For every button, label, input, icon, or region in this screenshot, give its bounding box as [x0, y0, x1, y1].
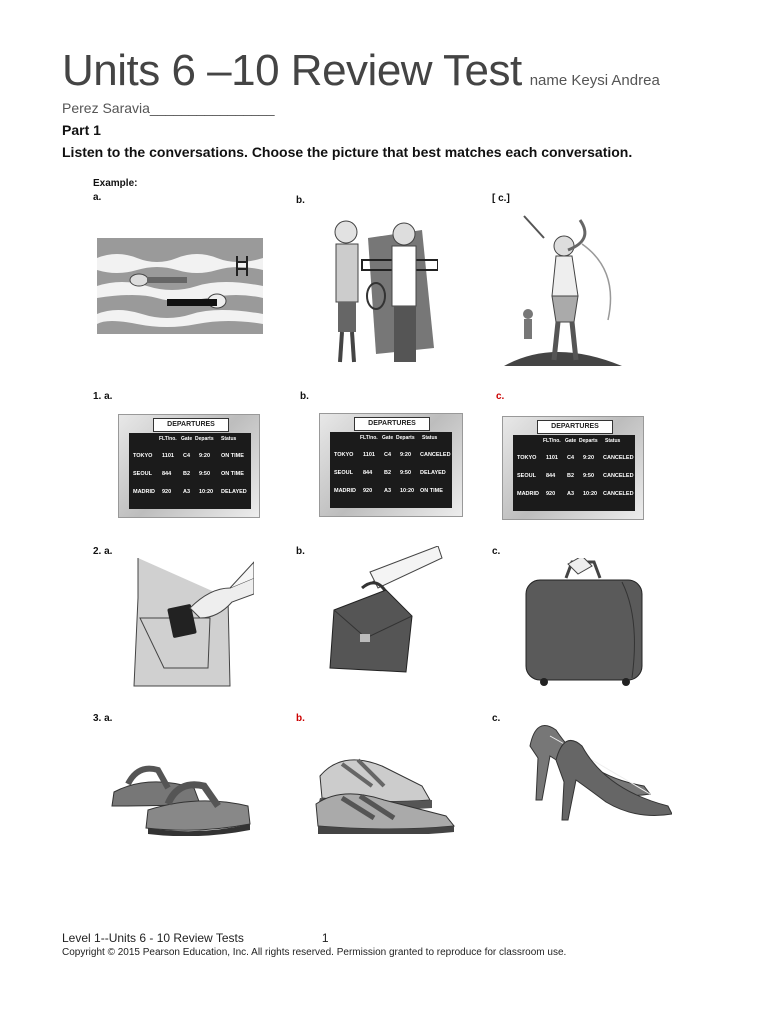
q2-b-label: b.: [296, 546, 305, 557]
board-cell: 10:20: [400, 488, 415, 494]
board-cell: A3: [567, 491, 575, 497]
departures-board-c: DEPARTURES FLT/no. Gate Departs Status T…: [502, 416, 644, 520]
board-col: Gate: [565, 438, 577, 444]
q3-a-label: 3. a.: [93, 713, 113, 724]
departures-board-b: DEPARTURES FLT/no. Gate Departs Status T…: [319, 413, 463, 517]
board-cell: TOKYO: [334, 452, 354, 458]
golfer-picture: [504, 215, 622, 366]
board-cell: MADRID: [517, 491, 539, 497]
example-a-label: a.: [93, 192, 102, 203]
page-title: Units 6 –10 Review Test name Keysi Andrea: [62, 46, 660, 96]
board-screen: FLT/no. Gate Departs Status TOKYO 1101 C…: [129, 433, 251, 509]
example-b-label: b.: [296, 195, 305, 206]
board-cell: SEOUL: [334, 470, 353, 476]
board-cell: C4: [384, 452, 392, 458]
board-cell: 9:20: [199, 453, 211, 459]
board-cell: CANCELED: [603, 473, 634, 479]
board-cell: CANCELED: [603, 491, 634, 497]
part-heading: Part 1: [62, 122, 101, 138]
board-cell: TOKYO: [517, 455, 537, 461]
board-cell: CANCELED: [420, 452, 451, 458]
board-cell: DELAYED: [221, 489, 247, 495]
board-cell: CANCELED: [603, 455, 634, 461]
board-cell: 1101: [363, 452, 375, 458]
q3-b-label: b.: [296, 713, 305, 724]
board-cell: 844: [162, 471, 172, 477]
board-cell: SEOUL: [133, 471, 152, 477]
board-col: FLT/no.: [360, 435, 378, 441]
name-label: name Keysi Andrea: [529, 72, 660, 89]
board-cell: 10:20: [583, 491, 598, 497]
board-screen: FLT/no. Gate Departs Status TOKYO 1101 C…: [330, 432, 452, 508]
board-cell: 9:50: [199, 471, 211, 477]
board-cell: 1101: [546, 455, 558, 461]
board-cell: 1101: [162, 453, 174, 459]
board-cell: 920: [363, 488, 373, 494]
board-cell: B2: [384, 470, 392, 476]
board-cell: 920: [546, 491, 556, 497]
footer-level: Level 1--Units 6 - 10 Review Tests 1: [62, 931, 329, 945]
board-col: Departs: [579, 438, 598, 444]
board-col: Gate: [382, 435, 394, 441]
title-text: Units 6 –10 Review Test: [62, 46, 522, 95]
board-screen: FLT/no. Gate Departs Status TOKYO 1101 C…: [513, 435, 635, 511]
sandals-picture: [111, 765, 251, 836]
board-title: DEPARTURES: [537, 420, 613, 434]
board-col: FLT/no.: [159, 436, 177, 442]
board-cell: 9:20: [583, 455, 595, 461]
board-title: DEPARTURES: [153, 418, 229, 432]
q2-c-label: c.: [492, 546, 501, 557]
board-cell: ON TIME: [221, 453, 244, 459]
wallet-picture: [133, 558, 254, 687]
board-cell: 920: [162, 489, 172, 495]
board-col: Departs: [195, 436, 214, 442]
q1-b-label: b.: [300, 391, 309, 402]
board-cell: 9:50: [400, 470, 412, 476]
board-cell: B2: [567, 473, 575, 479]
q3-c-label: c.: [492, 713, 501, 724]
board-col: Departs: [396, 435, 415, 441]
board-col: Status: [605, 438, 621, 444]
board-col: Status: [221, 436, 237, 442]
board-cell: MADRID: [133, 489, 155, 495]
board-col: Gate: [181, 436, 193, 442]
swimmers-picture: [97, 238, 263, 334]
q1-a-label: 1. a.: [93, 391, 113, 402]
board-cell: C4: [183, 453, 191, 459]
q2-a-label: 2. a.: [93, 546, 113, 557]
board-col: Status: [422, 435, 438, 441]
departures-board-a: DEPARTURES FLT/no. Gate Departs Status T…: [118, 414, 260, 518]
name-line: Perez Saravia________________: [62, 100, 275, 116]
board-cell: 844: [546, 473, 556, 479]
page-number: 1: [321, 931, 329, 945]
board-cell: B2: [183, 471, 191, 477]
example-c-label: [ c.]: [492, 193, 510, 204]
board-cell: SEOUL: [517, 473, 536, 479]
board-cell: 844: [363, 470, 373, 476]
board-cell: A3: [183, 489, 191, 495]
board-cell: TOKYO: [133, 453, 153, 459]
board-cell: ON TIME: [420, 488, 443, 494]
board-cell: 9:20: [400, 452, 412, 458]
high-heels-picture: [529, 725, 672, 821]
sneakers-picture: [315, 758, 455, 834]
board-cell: C4: [567, 455, 575, 461]
board-cell: 9:50: [583, 473, 595, 479]
board-cell: MADRID: [334, 488, 356, 494]
example-label: Example:: [93, 178, 138, 189]
footer-copyright: Copyright © 2015 Pearson Education, Inc.…: [62, 947, 567, 958]
board-cell: A3: [384, 488, 392, 494]
board-cell: DELAYED: [420, 470, 446, 476]
board-cell: 10:20: [199, 489, 214, 495]
tennis-players-picture: [334, 220, 438, 363]
instructions: Listen to the conversations. Choose the …: [62, 144, 633, 160]
board-col: FLT/no.: [543, 438, 561, 444]
board-cell: ON TIME: [221, 471, 244, 477]
q1-c-label: c.: [496, 391, 505, 402]
suitcase-picture: [525, 558, 643, 686]
briefcase-picture: [329, 546, 443, 673]
board-title: DEPARTURES: [354, 417, 430, 431]
footer-level-text: Level 1--Units 6 - 10 Review Tests: [62, 931, 244, 945]
